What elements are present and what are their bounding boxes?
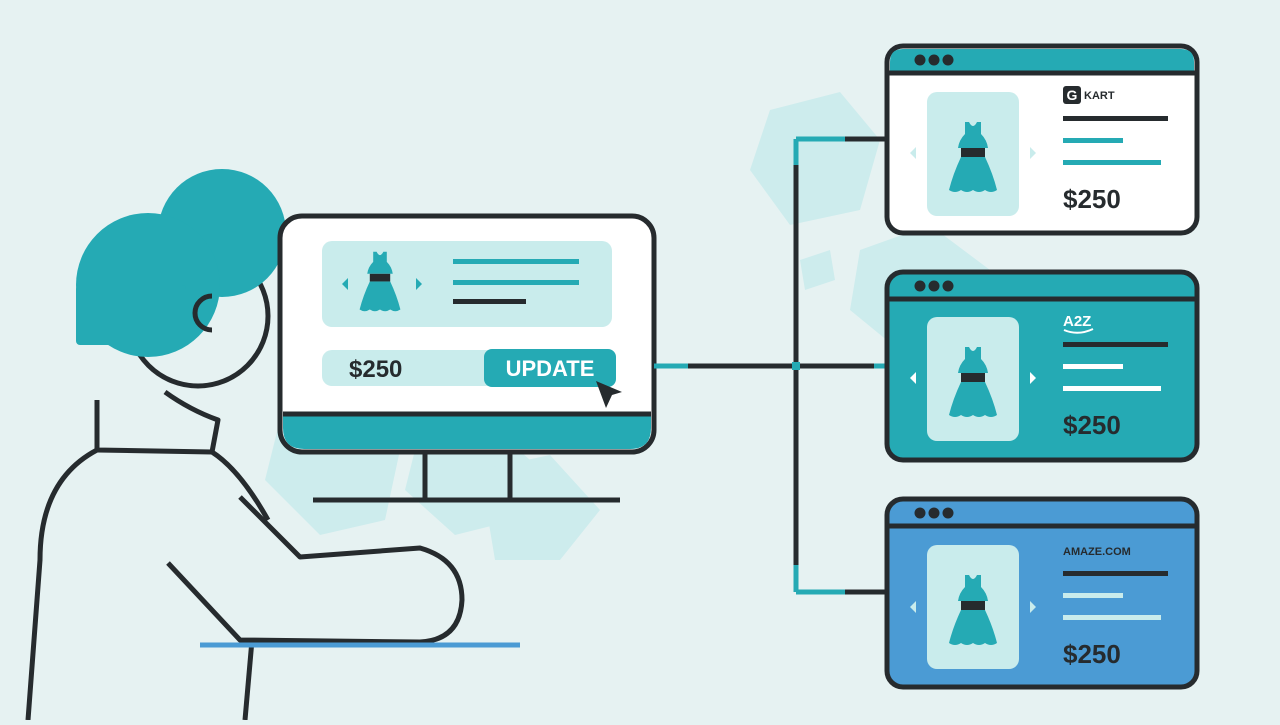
- back-line: [210, 449, 271, 522]
- update-button[interactable]: [484, 349, 616, 387]
- window-dots-icon: [914, 280, 954, 292]
- update-button-label: UPDATE: [506, 356, 595, 381]
- window-dots-icon: [914, 507, 954, 519]
- store-price: $250: [1063, 184, 1121, 214]
- torso: [25, 447, 99, 721]
- store-brand: KART: [1084, 90, 1115, 102]
- store-window-a2z[interactable]: A2Z $250: [884, 269, 1200, 463]
- logo-smile: [1063, 328, 1094, 334]
- hair: [76, 169, 286, 357]
- store-window-gkart[interactable]: G KART $250: [884, 43, 1200, 236]
- main-monitor: $250 UPDATE: [277, 213, 657, 455]
- arrow-right-icon: [1030, 372, 1036, 384]
- connector-lines: [654, 136, 888, 595]
- arm-inner: [242, 639, 255, 721]
- person-figure: [25, 169, 465, 721]
- subtitle-line: [453, 280, 579, 285]
- logo-badge: [1063, 86, 1081, 104]
- window-dots-icon: [914, 54, 954, 66]
- title-line: [453, 259, 579, 264]
- arrow-left-icon: [910, 147, 916, 159]
- store-window-amaze[interactable]: AMAZE.COM $250: [884, 496, 1200, 690]
- main-price: $250: [349, 356, 402, 383]
- store-brand: AMAZE.COM: [1063, 546, 1131, 558]
- store-price: $250: [1063, 410, 1121, 440]
- arrow-right-icon[interactable]: [416, 278, 422, 290]
- store-price: $250: [1063, 639, 1121, 669]
- store-brand: A2Z: [1063, 313, 1091, 330]
- cursor-icon: [596, 381, 622, 408]
- arm: [166, 495, 465, 645]
- arrow-left-icon[interactable]: [342, 278, 348, 290]
- logo-letter: G: [1067, 87, 1078, 103]
- meta-line: [453, 299, 526, 304]
- arrow-left-icon: [910, 601, 916, 613]
- monitor-stand: [313, 450, 620, 503]
- collar: [94, 389, 221, 455]
- arrow-right-icon: [1030, 601, 1036, 613]
- ear: [192, 293, 213, 333]
- arrow-right-icon: [1030, 147, 1036, 159]
- arrow-left-icon: [910, 372, 916, 384]
